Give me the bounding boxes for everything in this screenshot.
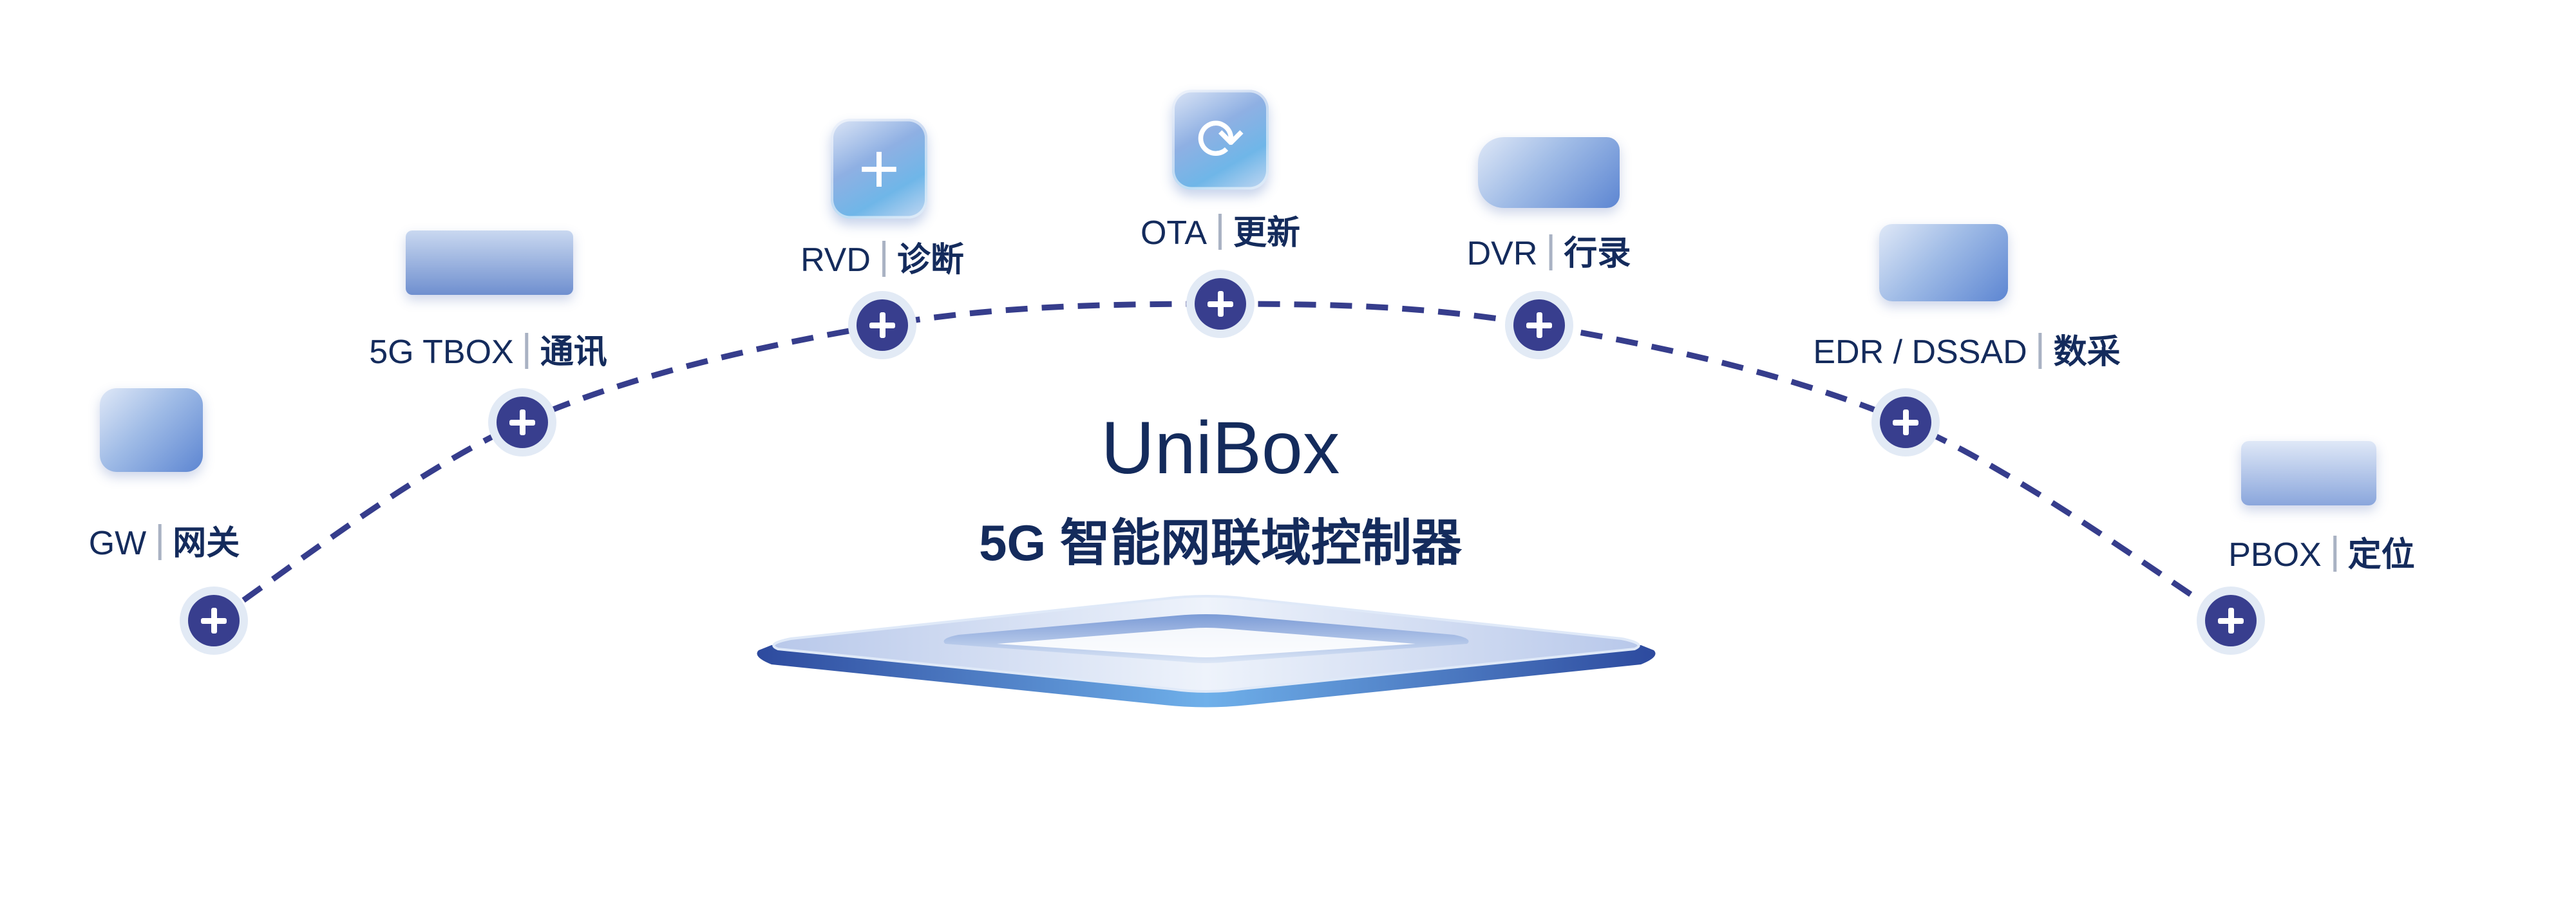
label-ota: OTA 更新 — [1141, 214, 1300, 250]
label-cn: 数采 — [2053, 334, 2121, 371]
label-cn: 诊断 — [896, 241, 964, 279]
gateway-device-icon — [100, 388, 203, 472]
plus-icon — [497, 397, 548, 448]
product-subtitle: 5G 智能网联域控制器 — [979, 514, 1462, 571]
separator — [1549, 234, 1553, 270]
label-en: PBOX — [2228, 536, 2322, 574]
label-edr: EDR / DSSAD 数采 — [1813, 333, 2121, 371]
label-cn: 定位 — [2347, 536, 2415, 574]
label-en: OTA — [1140, 214, 1208, 252]
plus-icon — [1880, 397, 1931, 448]
plus-icon — [2205, 595, 2257, 646]
separator — [2333, 536, 2336, 572]
label-gw: GW 网关 — [89, 524, 240, 560]
separator — [525, 333, 529, 369]
tbox-device-icon — [406, 230, 573, 295]
label-en: 5G TBOX — [369, 334, 514, 371]
plus-icon — [1195, 278, 1246, 330]
label-en: RVD — [800, 241, 871, 279]
label-cn: 通讯 — [540, 334, 607, 371]
label-cn: 更新 — [1233, 214, 1301, 252]
label-en: DVR — [1466, 235, 1538, 272]
label-cn: 网关 — [173, 525, 240, 562]
separator — [158, 524, 162, 560]
node-gw-button[interactable] — [180, 587, 248, 655]
plus-glass-icon: + — [831, 118, 927, 219]
product-title: UniBox — [1101, 407, 1340, 489]
label-tbox: 5G TBOX 通讯 — [369, 333, 607, 369]
label-cn: 行录 — [1564, 235, 1631, 272]
node-rvd-button[interactable] — [848, 291, 916, 359]
node-dvr-button[interactable] — [1505, 291, 1573, 359]
separator — [1218, 214, 1222, 250]
label-rvd: RVD 诊断 — [800, 241, 964, 277]
positioning-device-icon — [2241, 441, 2376, 505]
label-en: EDR / DSSAD — [1813, 334, 2027, 371]
node-tbox-button[interactable] — [488, 388, 556, 456]
plus-icon — [188, 595, 240, 646]
edr-device-icon — [1879, 224, 2008, 301]
node-ota-button[interactable] — [1186, 270, 1255, 338]
label-en: GW — [88, 525, 147, 562]
node-pbox-button[interactable] — [2197, 587, 2265, 655]
label-dvr: DVR 行录 — [1467, 234, 1631, 270]
separator — [2038, 333, 2042, 369]
dashcam-device-icon — [1478, 137, 1620, 208]
separator — [882, 241, 886, 277]
plus-icon — [1513, 299, 1565, 351]
refresh-glass-icon: ⟳ — [1172, 89, 1269, 190]
plus-icon — [857, 299, 908, 351]
unibox-platform — [757, 595, 1656, 708]
label-pbox: PBOX 定位 — [2228, 536, 2415, 572]
node-edr-button[interactable] — [1871, 388, 1940, 456]
